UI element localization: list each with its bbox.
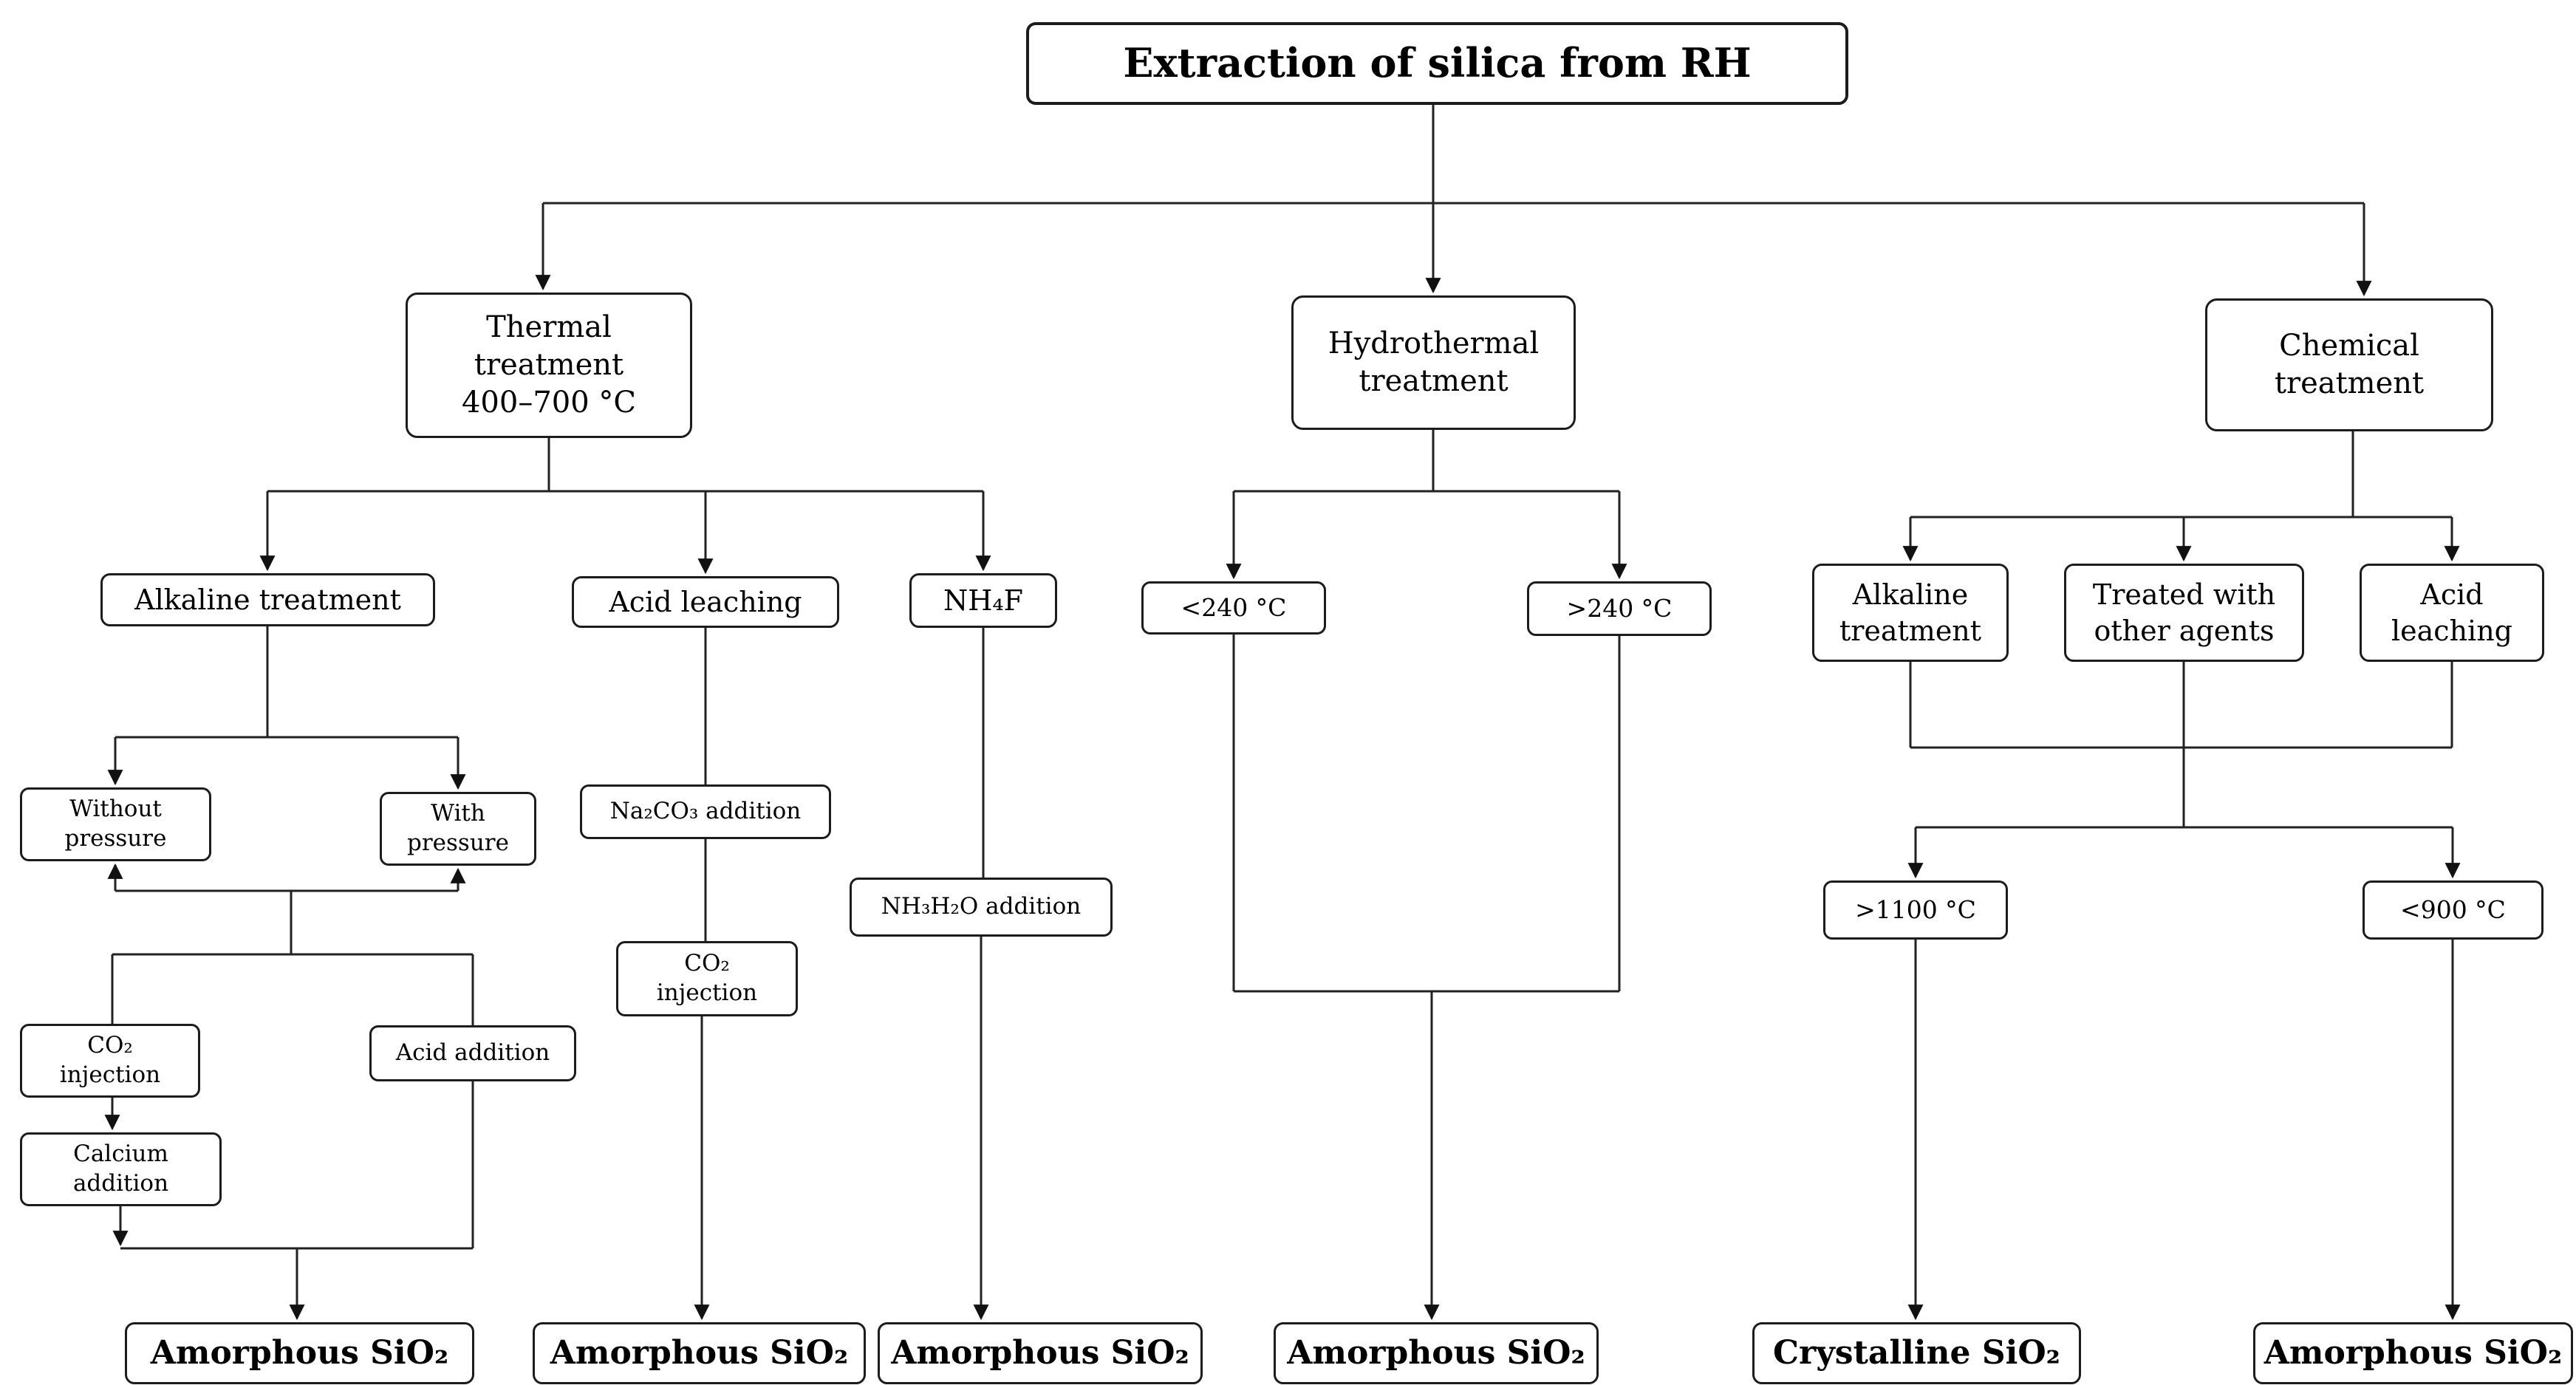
node-line: other agents — [2094, 614, 2275, 647]
node-treated-with-other-agents: Treated with other agents — [2064, 564, 2304, 662]
node-line: Amorphous SiO₂ — [150, 1333, 449, 1372]
node-line: injection — [59, 1061, 161, 1088]
node-acid-leaching-thermal: Acid leaching — [572, 576, 839, 628]
node-line: Thermal — [486, 310, 612, 344]
node-line: NH₃H₂O addition — [881, 893, 1082, 920]
node-line: Amorphous SiO₂ — [1287, 1333, 1585, 1372]
node-with-pressure: With pressure — [380, 792, 536, 866]
node-output-amorphous-sio2-2: Amorphous SiO₂ — [533, 1322, 866, 1384]
node-acid-addition: Acid addition — [369, 1025, 576, 1081]
node-title: Extraction of silica from RH — [1026, 22, 1848, 105]
node-line: >240 °C — [1566, 593, 1673, 623]
node-output-crystalline-sio2: Crystalline SiO₂ — [1752, 1322, 2081, 1384]
node-line: CO₂ — [684, 950, 730, 977]
node-line: Acid leaching — [609, 585, 802, 618]
node-line: Alkaline treatment — [134, 583, 401, 616]
node-line: Acid addition — [395, 1039, 550, 1067]
node-lt240c: <240 °C — [1141, 581, 1326, 635]
node-line: Amorphous SiO₂ — [2264, 1333, 2563, 1372]
node-thermal-treatment: Thermal treatment 400–700 °C — [406, 293, 692, 438]
node-hydrothermal-treatment: Hydrothermal treatment — [1291, 295, 1576, 430]
node-co2-injection-acid: CO₂ injection — [616, 941, 798, 1016]
node-acid-leaching-chemical: Acid leaching — [2360, 564, 2544, 662]
node-line: Treated with — [2092, 578, 2276, 611]
node-line: pressure — [64, 825, 167, 852]
node-line: Without — [69, 796, 162, 823]
node-output-amorphous-sio2-6: Amorphous SiO₂ — [2253, 1322, 2573, 1384]
node-line: treatment — [2274, 366, 2425, 400]
node-line: Hydrothermal — [1328, 326, 1540, 360]
node-line: Alkaline — [1852, 578, 1969, 611]
node-alkaline-treatment-chemical: Alkaline treatment — [1812, 564, 2009, 662]
node-output-amorphous-sio2-3: Amorphous SiO₂ — [878, 1322, 1203, 1384]
node-line: injection — [656, 979, 758, 1006]
node-line: <900 °C — [2400, 895, 2506, 924]
node-line: Crystalline SiO₂ — [1773, 1333, 2060, 1372]
node-chemical-treatment: Chemical treatment — [2205, 298, 2493, 431]
node-nh4f: NH₄F — [909, 573, 1057, 628]
node-line: NH₄F — [943, 584, 1023, 617]
node-line: Chemical — [2279, 328, 2419, 363]
title-text: Extraction of silica from RH — [1123, 39, 1752, 87]
node-output-amorphous-sio2-1: Amorphous SiO₂ — [125, 1322, 474, 1384]
node-nh3h2o-addition: NH₃H₂O addition — [850, 878, 1113, 937]
node-line: treatment — [1839, 614, 1982, 647]
node-line: CO₂ — [87, 1032, 133, 1059]
node-line: <240 °C — [1181, 592, 1287, 622]
node-line: pressure — [407, 830, 509, 856]
node-line: 400–700 °C — [461, 386, 636, 420]
node-line: >1100 °C — [1855, 895, 1976, 924]
node-line: Amorphous SiO₂ — [891, 1333, 1189, 1372]
node-line: treatment — [1359, 364, 1509, 398]
node-line: With — [431, 800, 485, 827]
node-line: treatment — [474, 347, 624, 382]
connector-trunk — [111, 105, 2453, 1250]
node-line: Na₂CO₃ addition — [609, 798, 802, 825]
node-lt900c: <900 °C — [2363, 880, 2543, 940]
node-alkaline-treatment-thermal: Alkaline treatment — [100, 573, 435, 626]
node-line: addition — [72, 1170, 169, 1197]
node-gt1100c: >1100 °C — [1823, 880, 2008, 940]
node-line: Acid — [2420, 578, 2484, 611]
node-without-pressure: Without pressure — [20, 787, 211, 861]
node-line: Calcium — [73, 1141, 168, 1168]
node-line: leaching — [2391, 614, 2512, 647]
node-calcium-addition: Calcium addition — [20, 1132, 222, 1206]
node-line: Amorphous SiO₂ — [550, 1333, 849, 1372]
node-co2-injection-alkaline: CO₂ injection — [20, 1024, 200, 1098]
node-na2co3-addition: Na₂CO₃ addition — [580, 784, 831, 839]
node-gt240c: >240 °C — [1527, 581, 1712, 636]
node-output-amorphous-sio2-4: Amorphous SiO₂ — [1274, 1322, 1599, 1384]
